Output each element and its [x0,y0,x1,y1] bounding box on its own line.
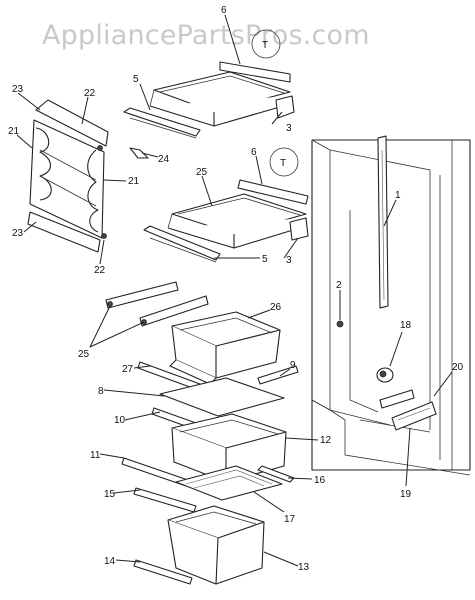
part-19-20-control [379,389,437,431]
label-23: 23 [12,228,24,239]
label-27: 27 [122,364,134,375]
label-25: 25 [78,349,90,360]
label-5: 5 [133,74,139,85]
part-21-22-23-brackets [27,99,109,253]
label-5: 5 [262,254,268,265]
label-15: 15 [104,489,116,500]
label-22: 22 [84,88,96,99]
label-17: 17 [284,514,296,525]
part-16-17-tray [175,465,295,501]
part-14-rail [133,559,193,585]
label-2: 2 [336,280,342,291]
label-24: 24 [158,154,170,165]
label-23: 23 [12,84,24,95]
watermark: AppliancePartsPros.com [42,20,370,51]
note-circle-1: T [251,29,281,59]
part-labels: 23 22 21 21 23 22 5 6 3 24 25 6 5 3 1 2 … [8,5,464,573]
label-10: 10 [114,415,126,426]
label-6: 6 [221,5,227,16]
label-13: 13 [298,562,310,573]
note-circle-2: T [269,147,299,177]
label-1: 1 [395,190,401,201]
label-14: 14 [104,556,116,567]
part-2-screw [336,320,344,328]
label-8: 8 [98,386,104,397]
label-21: 21 [128,176,140,187]
part-25-rails [105,281,209,327]
part-8-cover [159,377,285,417]
label-25: 25 [196,167,208,178]
part-1-rail [377,135,389,309]
leader-lines [16,14,453,567]
label-18: 18 [400,320,412,331]
label-22: 22 [94,265,106,276]
label-16: 16 [314,475,326,486]
part-15-rail [133,487,197,513]
label-20: 20 [452,362,464,373]
label-26: 26 [270,302,282,313]
top-shelf [123,61,295,139]
label-3: 3 [286,255,292,266]
label-21: 21 [8,126,20,137]
label-19: 19 [400,489,412,500]
label-12: 12 [320,435,332,446]
part-24-clip [129,147,149,159]
label-9: 9 [290,360,296,371]
part-18-knob [376,367,394,383]
part-13-bin [167,505,265,585]
cabinet-liner [311,139,471,476]
label-11: 11 [90,450,101,461]
middle-shelf [143,179,309,263]
label-3: 3 [286,123,292,134]
svg-text:T: T [262,40,268,51]
part-26-crisper [169,311,281,385]
label-6: 6 [251,147,257,158]
svg-text:T: T [280,158,286,169]
